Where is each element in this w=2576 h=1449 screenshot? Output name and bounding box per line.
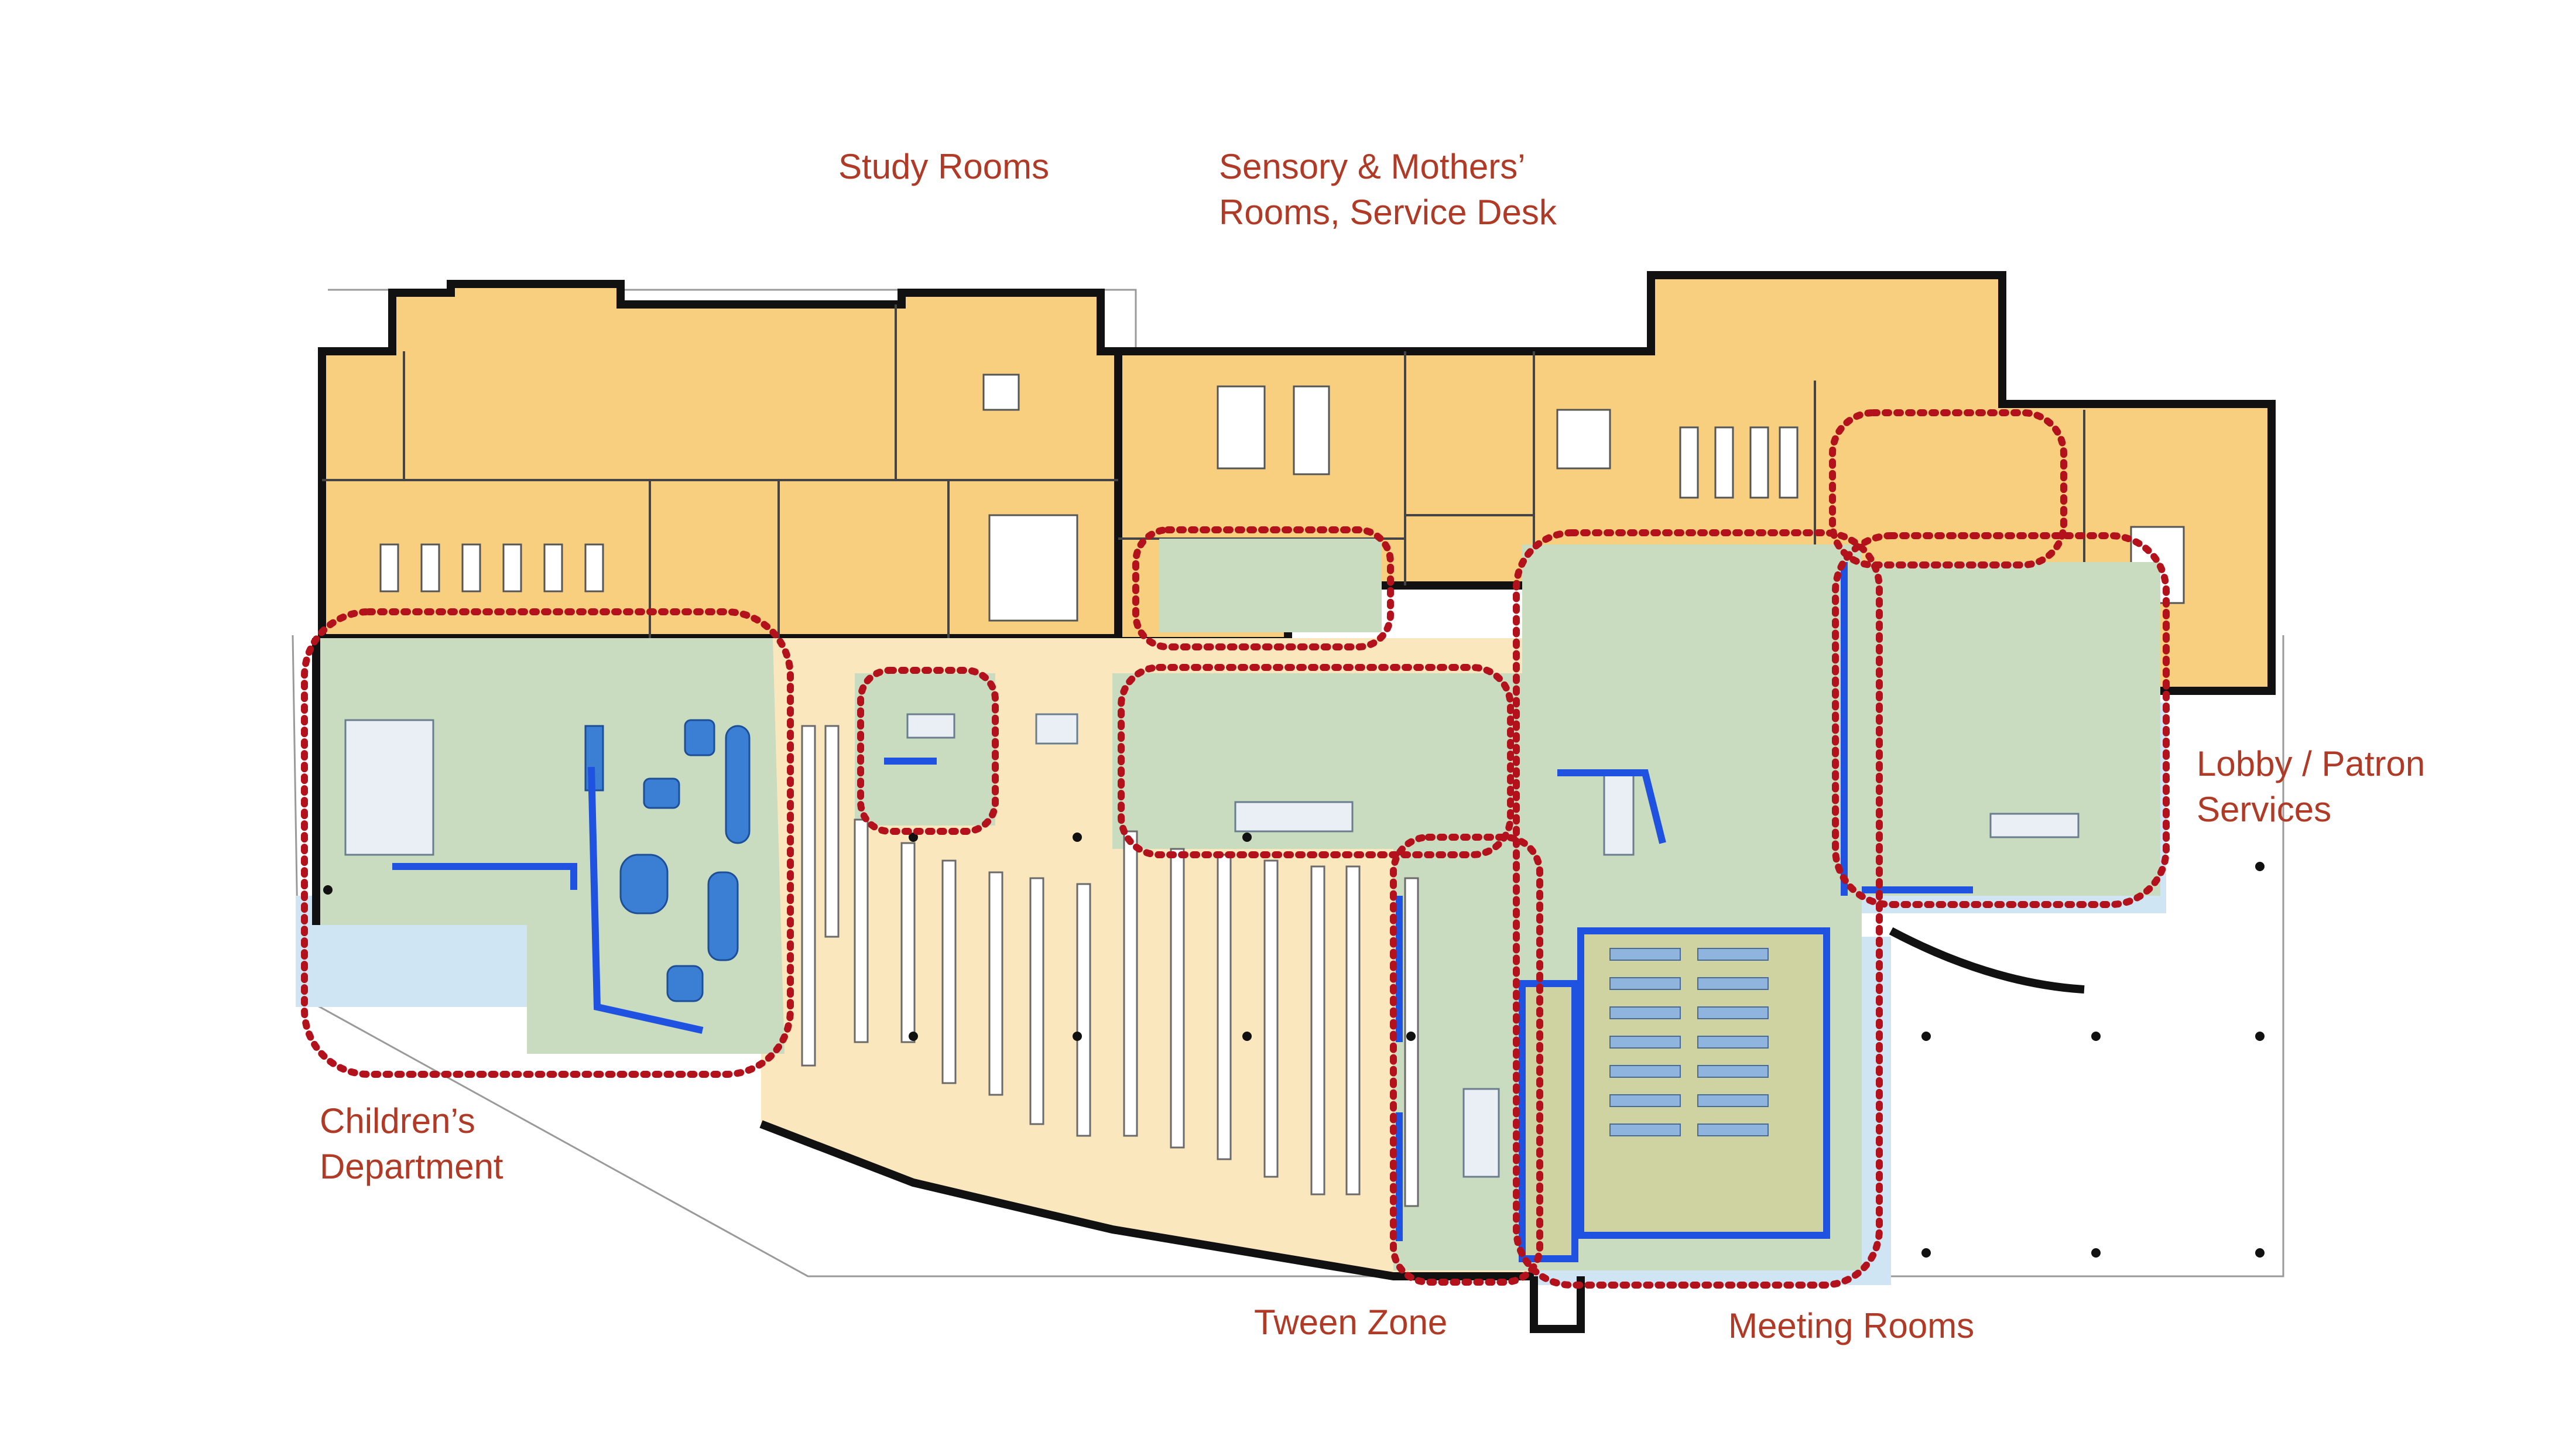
outline-tween bbox=[1118, 664, 1514, 858]
label-meeting: Meeting Rooms bbox=[1728, 1306, 1975, 1345]
bookshelves bbox=[801, 725, 1419, 1207]
label-sensory-rooms: Sensory & Mothers’ Rooms, Service Desk bbox=[1219, 147, 1557, 232]
zone-outlines bbox=[301, 409, 2170, 1289]
exterior-walls bbox=[312, 638, 2085, 1333]
label-tween: Tween Zone bbox=[1254, 1303, 1448, 1342]
outline-study-rooms bbox=[857, 667, 999, 835]
structural-columns bbox=[323, 833, 2265, 1258]
label-lobby: Lobby / Patron Services bbox=[2197, 744, 2426, 829]
meeting-room-seating bbox=[1609, 948, 1769, 1136]
label-childrens: Children’s Department bbox=[320, 1101, 503, 1186]
label-study-rooms: Study Rooms bbox=[838, 147, 1050, 186]
outline-childrens bbox=[301, 608, 794, 1078]
outline-sensory bbox=[1132, 526, 1394, 650]
outline-meeting bbox=[1513, 529, 1883, 1289]
childrens-furniture bbox=[584, 719, 751, 1002]
outline-tween-lower bbox=[1390, 834, 1543, 1286]
staff-furniture bbox=[379, 374, 2185, 622]
outline-lobby bbox=[1832, 532, 2170, 908]
tables-chairs bbox=[344, 713, 2080, 1178]
outline-lobby-upper bbox=[1829, 409, 2067, 568]
glass-walls bbox=[392, 562, 1973, 1241]
